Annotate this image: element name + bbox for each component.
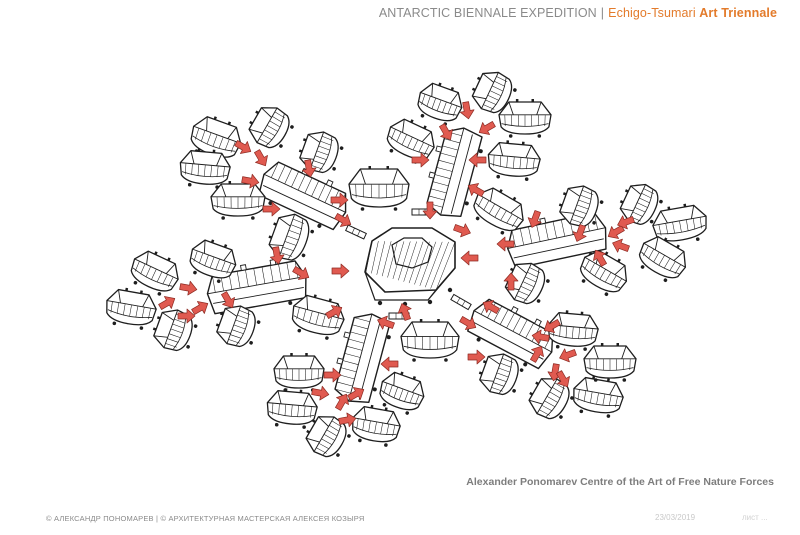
diagram-caption: Alexander Ponomarev Centre of the Art of…: [466, 476, 774, 488]
header-title: ANTARCTIC BIENNALE EXPEDITION|Echigo-Tsu…: [379, 6, 777, 20]
direction-arrow: [334, 213, 352, 227]
direction-arrow: [459, 316, 477, 330]
direction-arrow: [269, 246, 285, 265]
capsule-pod: [348, 166, 410, 211]
capsule-pod: [528, 378, 574, 420]
direction-arrow: [323, 367, 342, 383]
direction-arrow: [468, 152, 487, 168]
corridor-module: [334, 313, 391, 403]
direction-arrow: [496, 236, 515, 252]
direction-arrow: [330, 192, 349, 208]
direction-arrow: [179, 280, 198, 296]
direction-arrow: [397, 303, 412, 321]
direction-arrow: [612, 238, 630, 253]
direction-arrow: [467, 183, 485, 197]
capsule-pod: [106, 287, 157, 330]
capsule-pod: [352, 404, 401, 447]
direction-arrow: [482, 300, 500, 314]
direction-arrow: [241, 173, 260, 189]
event-name-strong: Art Triennale: [699, 6, 777, 20]
direction-arrow: [292, 266, 310, 280]
direction-arrow: [221, 291, 235, 309]
capsule-pod: [273, 353, 325, 392]
direction-arrow: [530, 345, 544, 363]
direction-arrow: [338, 412, 357, 428]
capsule-pod: [558, 185, 604, 228]
capsule-pod: [266, 388, 318, 429]
footer-copyright: © АЛЕКСАНДР ПОНОМАРЕВ | © АРХИТЕКТУРНАЯ …: [46, 514, 365, 523]
capsule-pod: [652, 203, 707, 247]
direction-arrow: [460, 250, 479, 266]
capsule-pod: [386, 118, 435, 164]
capsule-pod: [547, 310, 599, 351]
footer-date: 23/03/2019: [655, 513, 696, 522]
capsule-pod: [573, 375, 624, 418]
capsule-pod: [130, 250, 179, 296]
capsule-pod: [379, 371, 425, 415]
direction-arrow: [347, 387, 365, 401]
direction-arrow: [331, 263, 350, 279]
direction-arrow: [527, 210, 542, 228]
capsule-pod: [504, 262, 550, 305]
event-name: Echigo-Tsumari: [608, 6, 696, 20]
capsule-pod: [179, 148, 231, 189]
direction-arrow: [335, 393, 349, 411]
direction-arrow: [572, 224, 587, 242]
capsule-pod: [417, 82, 463, 126]
capsule-pod: [210, 181, 266, 220]
direction-arrow: [543, 319, 561, 333]
capsule-pod: [583, 343, 637, 382]
footer-page: лист ...: [742, 513, 768, 522]
direction-arrow: [467, 349, 486, 365]
direction-arrow: [559, 348, 577, 363]
direction-arrow: [301, 159, 317, 178]
direction-arrow: [422, 201, 438, 220]
direction-arrow: [191, 301, 209, 315]
direction-arrow: [556, 370, 570, 388]
direction-arrow: [377, 315, 395, 330]
capsule-pod: [190, 116, 242, 163]
central-hexagon-module: [364, 227, 456, 307]
capsule-pod: [305, 416, 351, 458]
capsule-pod: [579, 250, 628, 296]
direction-arrow: [311, 385, 330, 401]
direction-arrow: [478, 121, 496, 135]
direction-arrow: [617, 215, 635, 230]
capsule-pod: [473, 187, 524, 235]
capsule-pod: [487, 140, 541, 181]
header-separator: |: [600, 6, 605, 20]
direction-arrow: [380, 356, 399, 372]
direction-arrow: [234, 140, 252, 154]
capsule-pod: [619, 183, 663, 226]
capsule-pod: [498, 99, 552, 138]
direction-arrow: [411, 152, 430, 168]
direction-arrow: [503, 272, 519, 291]
direction-arrow: [158, 296, 176, 310]
direction-arrow: [325, 305, 343, 319]
capsule-pod: [471, 71, 517, 114]
capsule-pod: [400, 319, 460, 362]
connector-tube: [345, 224, 367, 240]
capsule-pod: [638, 236, 687, 282]
direction-arrow: [439, 123, 453, 141]
direction-arrow: [459, 101, 475, 120]
expedition-title: ANTARCTIC BIENNALE EXPEDITION: [378, 6, 597, 20]
direction-arrow: [531, 329, 550, 345]
direction-arrow: [177, 308, 196, 324]
connector-tube: [450, 293, 472, 311]
direction-arrow: [254, 149, 268, 167]
capsule-pod: [215, 305, 261, 348]
capsule-pod: [248, 107, 294, 149]
direction-arrow: [593, 249, 607, 267]
direction-arrow: [262, 201, 281, 217]
capsule-pod: [189, 239, 237, 284]
capsule-pod: [478, 353, 524, 396]
direction-arrow: [453, 223, 471, 238]
capsule-pod: [152, 309, 198, 352]
